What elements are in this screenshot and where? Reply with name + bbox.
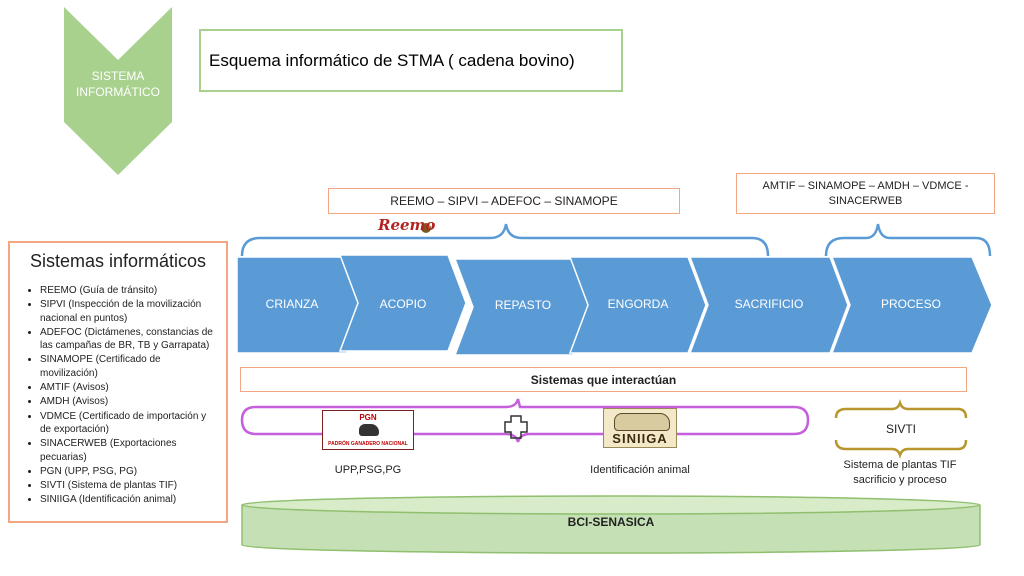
siniiga-logo-text: SINIIGA — [612, 431, 668, 446]
section-label: SISTEMA INFORMÁTICO — [76, 69, 160, 99]
right-group-systems: AMTIF – SINAMOPE – AMDH – VDMCE - SINACE… — [736, 173, 995, 214]
brace-left-group — [240, 223, 770, 257]
sivti-caption: Sistema de plantas TIF sacrificio y proc… — [843, 459, 957, 486]
page-title: Esquema informático de STMA ( cadena bov… — [199, 29, 623, 92]
cow-head-icon — [614, 413, 670, 431]
brace-right-group — [824, 223, 992, 257]
cow-icon — [359, 424, 379, 436]
stage-label-repasto: REPASTO — [494, 298, 552, 312]
systems-list-panel: Sistemas informáticos REEMO (Guía de trá… — [8, 241, 228, 523]
stage-label-engorda: ENGORDA — [607, 297, 669, 311]
systems-list-item: ADEFOC (Dictámenes, constancias de las c… — [40, 326, 220, 353]
systems-list-item: SIPVI (Inspección de la movilización nac… — [40, 298, 220, 325]
stage-label-acopio: ACOPIO — [379, 297, 427, 311]
brace-interact-purple — [240, 398, 810, 443]
systems-list-title: Sistemas informáticos — [29, 251, 207, 271]
systems-list-item: SINACERWEB (Exportaciones pecuarias) — [40, 437, 220, 464]
pgn-caption: UPP,PSG,PG — [334, 464, 402, 476]
pgn-logo-title: PGN — [359, 413, 377, 422]
brace-sivti-gold — [834, 399, 968, 459]
siniiga-logo: SINIIGA — [603, 408, 677, 448]
stage-chevron-proceso — [830, 256, 993, 354]
systems-list-item: SINIIGA (Identificación animal) — [40, 493, 220, 506]
systems-list: REEMO (Guía de tránsito)SIPVI (Inspecció… — [16, 284, 220, 507]
systems-list-item: AMTIF (Avisos) — [40, 381, 220, 394]
stage-chevron-acopio — [338, 254, 467, 352]
stage-label-sacrificio: SACRIFICIO — [734, 297, 804, 311]
sivti-label: SIVTI — [885, 422, 916, 436]
reemo-logo: Reemo — [378, 216, 436, 234]
pgn-logo: PGN PADRÓN GANADERO NACIONAL — [322, 410, 414, 450]
stage-chevron-sacrificio — [688, 256, 849, 354]
systems-list-item: REEMO (Guía de tránsito) — [40, 284, 220, 297]
stage-chevron-engorda — [568, 256, 707, 354]
bci-cylinder — [241, 495, 981, 554]
bci-senasica-label: BCI-SENASICA — [567, 515, 655, 529]
siniiga-caption: Identificación animal — [590, 464, 690, 476]
systems-list-item: AMDH (Avisos) — [40, 395, 220, 408]
pgn-logo-subtitle: PADRÓN GANADERO NACIONAL — [328, 441, 408, 447]
systems-list-item: SINAMOPE (Certificado de movilización) — [40, 353, 220, 380]
systems-list-item: SIVTI (Sistema de plantas TIF) — [40, 479, 220, 492]
systems-list-item: PGN (UPP, PSG, PG) — [40, 465, 220, 478]
systems-list-item: VDMCE (Certificado de importación y de e… — [40, 410, 220, 437]
left-group-systems: REEMO – SIPVI – ADEFOC – SINAMOPE — [328, 188, 680, 214]
stage-label-crianza: CRIANZA — [265, 297, 319, 311]
sistema-chevron — [64, 7, 172, 175]
stage-label-proceso: PROCESO — [880, 297, 941, 311]
interacting-systems-title: Sistemas que interactúan — [240, 367, 967, 392]
plus-icon — [504, 415, 528, 439]
